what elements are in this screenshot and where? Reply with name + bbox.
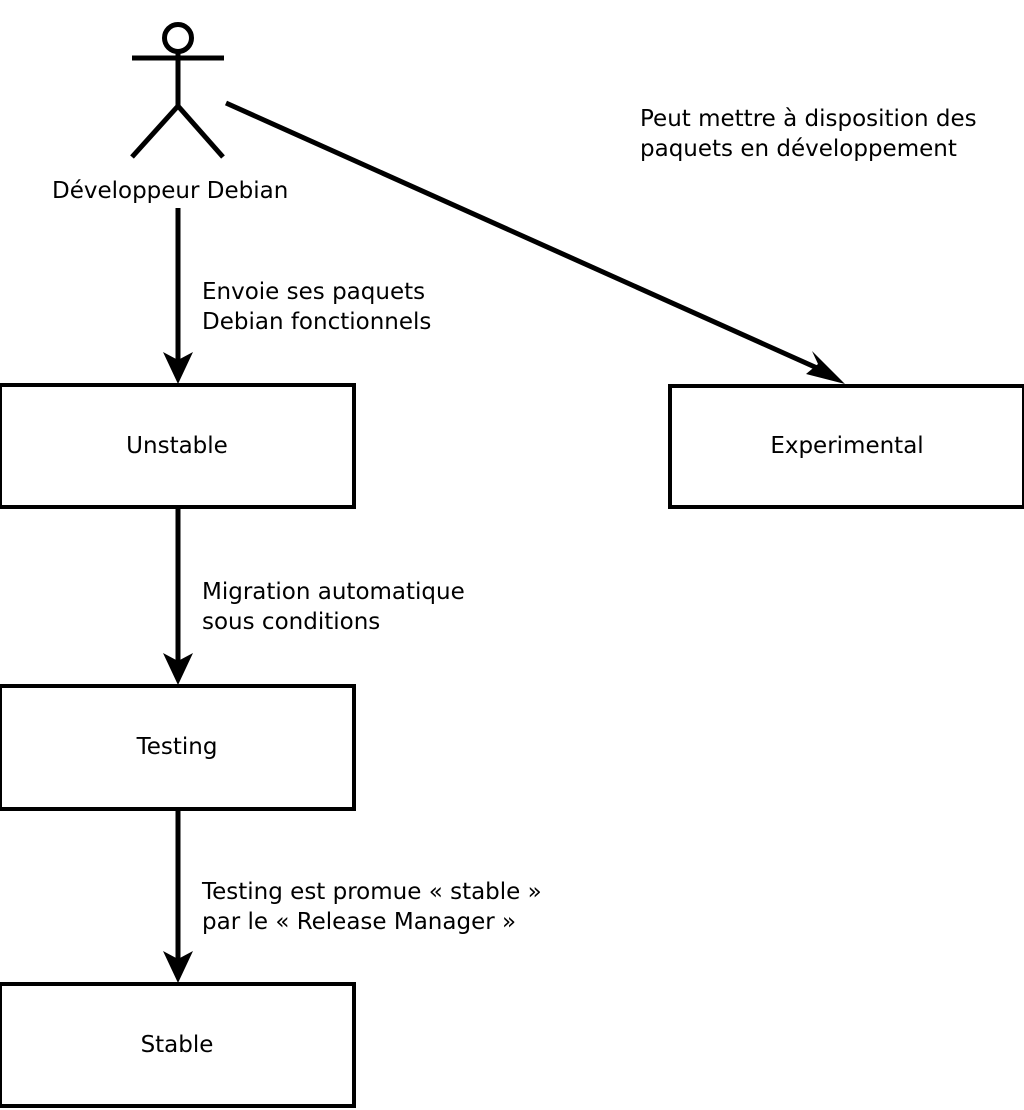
- node-testing[interactable]: Testing: [0, 684, 356, 811]
- edge-label-actor-to-unstable: Envoie ses paquets Debian fonctionnels: [202, 279, 432, 335]
- edge-label-unstable-to-testing: Migration automatique sous conditions: [202, 579, 465, 635]
- edge-label-testing-to-stable: Testing est promue « stable » par le « R…: [202, 879, 542, 935]
- node-unstable-label: Unstable: [126, 432, 228, 459]
- arrowhead-icon: [163, 653, 193, 685]
- edge-unstable-to-testing: [163, 509, 193, 685]
- node-testing-label: Testing: [136, 734, 218, 760]
- node-unstable[interactable]: Unstable: [0, 383, 356, 509]
- edge-actor-to-experimental: [224, 100, 845, 384]
- actor-label: Développeur Debian: [52, 178, 289, 204]
- arrowhead-icon: [163, 951, 193, 983]
- node-experimental[interactable]: Experimental: [668, 384, 1024, 509]
- node-stable[interactable]: Stable: [0, 982, 356, 1108]
- arrowhead-icon: [163, 352, 193, 384]
- actor-left-leg-line: [130, 104, 180, 159]
- node-experimental-label: Experimental: [770, 433, 924, 459]
- edge-testing-to-stable: [163, 811, 193, 983]
- stick-figure-actor-icon: [130, 22, 225, 159]
- edge-label-actor-to-experimental: Peut mettre à disposition des paquets en…: [640, 106, 977, 162]
- arrowhead-icon: [806, 351, 845, 384]
- edge-actor-to-unstable: [163, 208, 193, 384]
- node-stable-label: Stable: [140, 1031, 214, 1058]
- actor-right-leg-line: [176, 104, 225, 159]
- actor-head-icon: [162, 22, 194, 54]
